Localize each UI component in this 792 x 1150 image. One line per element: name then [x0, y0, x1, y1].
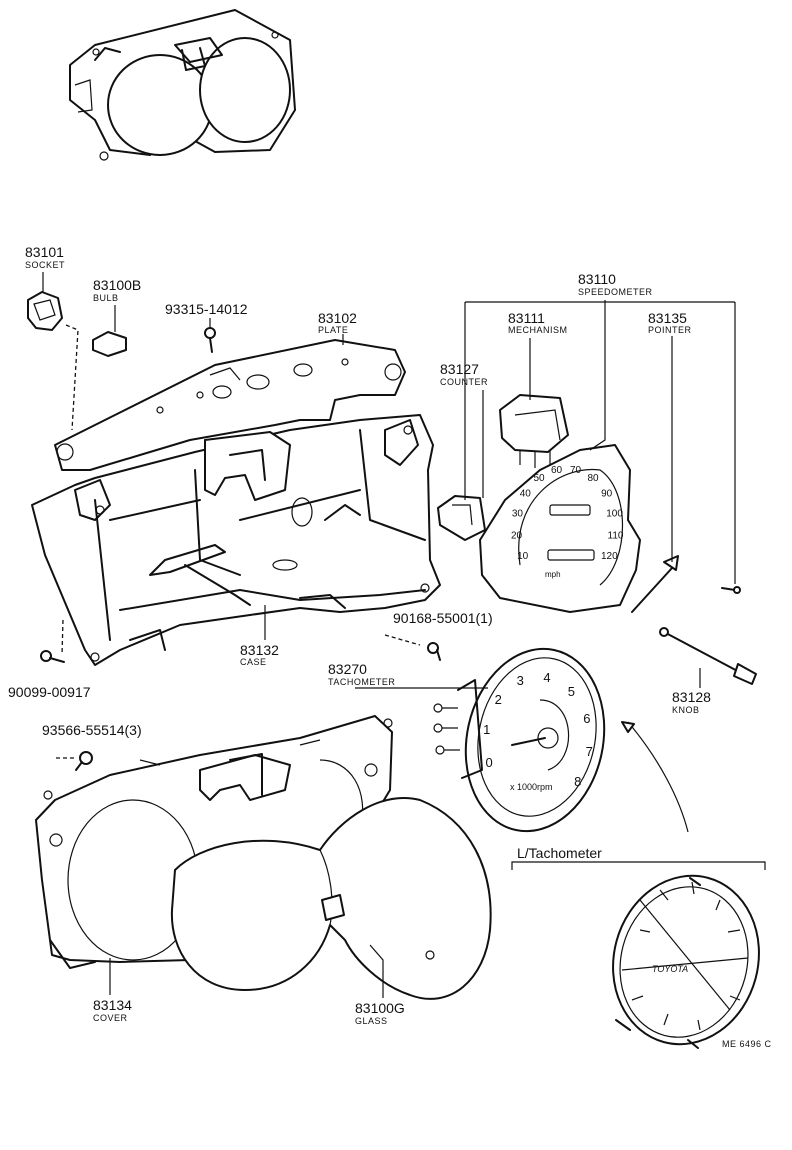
svg-text:83100G: 83100G: [355, 1000, 405, 1016]
tachometer-tick-label: 3: [517, 673, 524, 688]
label-83111[interactable]: 83111 MECHANISM: [508, 310, 568, 335]
svg-text:90099-00917: 90099-00917: [8, 684, 91, 700]
tachometer-scale: 0 123 4 56 78: [483, 670, 593, 789]
variant-label: L/Tachometer: [517, 845, 602, 861]
svg-text:83110: 83110: [578, 271, 616, 287]
label-93566-55514[interactable]: 93566-55514(3): [42, 722, 142, 738]
svg-text:TACHOMETER: TACHOMETER: [328, 677, 395, 687]
tachometer-tick-label: 8: [574, 774, 581, 789]
svg-text:COVER: COVER: [93, 1013, 128, 1023]
speedometer-tick-label: 30: [512, 508, 524, 519]
label-83110[interactable]: 83110 SPEEDOMETER: [578, 271, 653, 297]
svg-text:83101: 83101: [25, 244, 64, 260]
tachometer-tick-label: 5: [568, 684, 575, 699]
speedometer-tick-label: 70: [570, 465, 582, 476]
label-83127[interactable]: 83127 COUNTER: [440, 361, 488, 387]
svg-text:PLATE: PLATE: [318, 325, 348, 335]
label-90168-55001[interactable]: 90168-55001(1): [393, 610, 493, 626]
label-83135[interactable]: 83135 POINTER: [648, 310, 692, 335]
counter-illustration: [437, 495, 486, 541]
speedometer-tick-label: 60: [551, 465, 563, 476]
label-83128[interactable]: 83128 KNOB: [672, 689, 711, 715]
speedometer-dial-illustration: [479, 444, 641, 613]
label-83102[interactable]: 83102 PLATE: [318, 310, 357, 335]
clock-brand-text: TOYOTA: [652, 964, 688, 974]
part-labels: 83101 SOCKET 83100B BULB 93315-14012 831…: [8, 244, 772, 1049]
svg-text:MECHANISM: MECHANISM: [508, 325, 568, 335]
label-83101[interactable]: 83101 SOCKET: [25, 244, 65, 270]
svg-text:POINTER: POINTER: [648, 325, 692, 335]
label-83132[interactable]: 83132 CASE: [240, 642, 279, 667]
speedometer-tick-label: 20: [511, 530, 523, 541]
tachometer-tick-label: 0: [485, 755, 492, 770]
label-83270[interactable]: 83270 TACHOMETER: [328, 661, 395, 687]
svg-text:83100B: 83100B: [93, 277, 141, 293]
knob-illustration: [659, 627, 757, 685]
speedometer-tick-label: 50: [533, 473, 545, 484]
screw-90168-illustration: [427, 642, 441, 661]
speedometer-tick-label: 80: [587, 473, 599, 484]
svg-text:83127: 83127: [440, 361, 479, 377]
plate-illustration: [54, 339, 406, 471]
label-93315-14012[interactable]: 93315-14012: [165, 301, 248, 317]
svg-text:83111: 83111: [508, 310, 545, 326]
svg-text:BULB: BULB: [93, 293, 119, 303]
screw-speedo-illustration: [721, 586, 741, 594]
speedometer-tick-label: 100: [606, 508, 623, 519]
svg-text:83135: 83135: [648, 310, 687, 326]
speedometer-tick-label: 90: [601, 488, 613, 499]
label-83100b[interactable]: 83100B BULB: [93, 277, 141, 303]
label-83100g[interactable]: 83100G GLASS: [355, 1000, 405, 1026]
svg-text:93566-55514(3): 93566-55514(3): [42, 722, 142, 738]
screw-93566-illustration: [75, 751, 93, 771]
tachometer-tick-label: 1: [483, 722, 490, 737]
screw-90099-illustration: [40, 650, 65, 663]
svg-text:90168-55001(1): 90168-55001(1): [393, 610, 493, 626]
svg-text:83134: 83134: [93, 997, 132, 1013]
label-90099-00917[interactable]: 90099-00917: [8, 684, 91, 700]
svg-text:SPEEDOMETER: SPEEDOMETER: [578, 287, 653, 297]
svg-text:GLASS: GLASS: [355, 1016, 388, 1026]
tachometer-tick-label: 2: [495, 692, 502, 707]
speedometer-tick-label: 40: [520, 488, 532, 499]
svg-text:93315-14012: 93315-14012: [165, 301, 248, 317]
diagram-code: ME 6496 C: [722, 1039, 772, 1049]
tachometer-illustration: [433, 647, 606, 833]
glass-illustration: [170, 797, 492, 1000]
svg-text:SOCKET: SOCKET: [25, 260, 65, 270]
svg-text:KNOB: KNOB: [672, 705, 700, 715]
svg-text:COUNTER: COUNTER: [440, 377, 488, 387]
case-illustration: [31, 414, 441, 666]
mechanism-illustration: [499, 394, 569, 468]
tachometer-tick-label: 4: [543, 670, 550, 685]
svg-text:83128: 83128: [672, 689, 711, 705]
svg-text:CASE: CASE: [240, 657, 267, 667]
tachometer-unit: x 1000rpm: [510, 782, 553, 792]
bulb-illustration: [92, 331, 127, 357]
tachometer-tick-label: 6: [583, 711, 590, 726]
svg-text:83270: 83270: [328, 661, 367, 677]
speedometer-unit: mph: [545, 570, 561, 579]
label-83134[interactable]: 83134 COVER: [93, 997, 132, 1023]
speedometer-tick-label: 110: [608, 530, 624, 541]
speedometer-tick-label: 10: [517, 551, 529, 562]
svg-text:83132: 83132: [240, 642, 279, 658]
screw-93315-illustration: [204, 327, 216, 353]
speedometer-tick-label: 120: [601, 551, 618, 562]
svg-text:83102: 83102: [318, 310, 357, 326]
clock-illustration: [612, 874, 760, 1049]
socket-illustration: [27, 291, 63, 331]
leader-lines: [42, 272, 736, 998]
assembled-cluster-illustration: [69, 9, 296, 161]
tachometer-tick-label: 7: [586, 744, 593, 759]
pointer-illustration: [631, 555, 679, 613]
